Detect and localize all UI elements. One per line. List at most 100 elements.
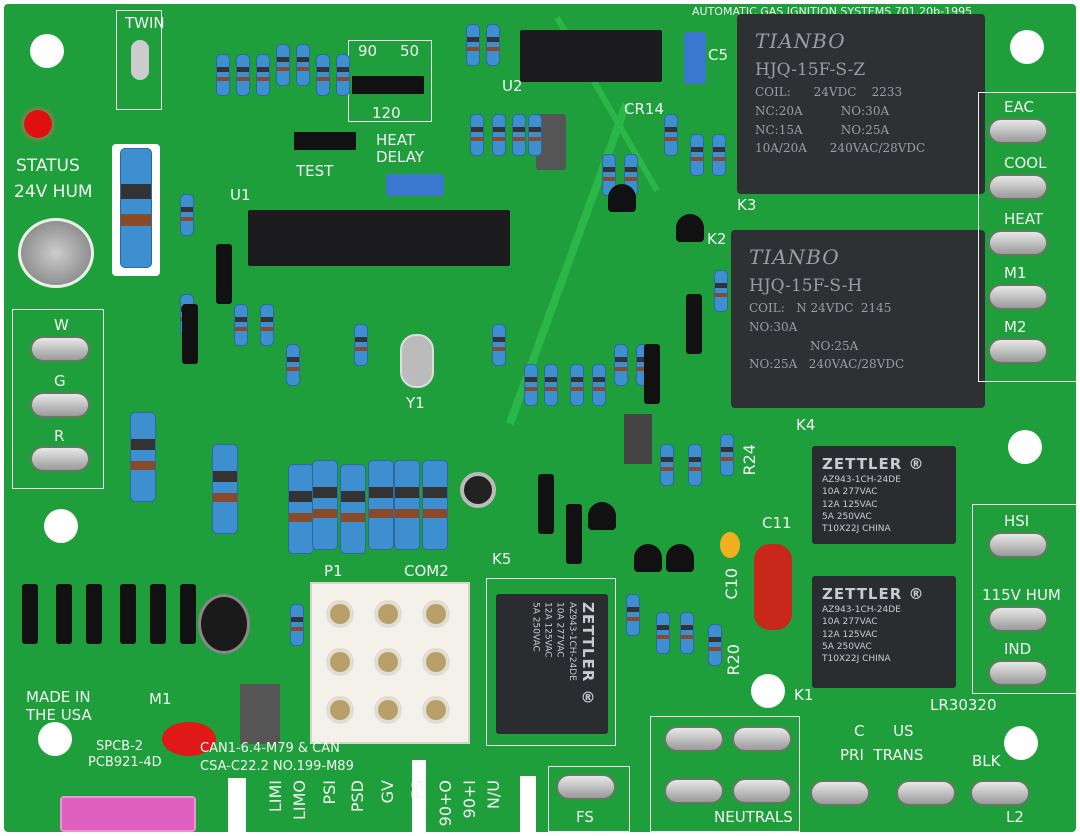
relay-rating: NO:25A 240VAC/28VDC — [749, 357, 905, 372]
label-terminal: IND — [1004, 640, 1032, 658]
resistor — [626, 594, 640, 636]
label-u2: U2 — [502, 77, 523, 95]
resistor — [316, 54, 330, 96]
resistor — [524, 364, 538, 406]
heat-delay-jumper[interactable] — [352, 76, 424, 94]
terminal-l2[interactable] — [970, 780, 1030, 806]
label-terminal-6: 90+O — [436, 780, 455, 827]
label-spcb: SPCB-2 — [96, 739, 144, 754]
label-90: 90 — [358, 42, 378, 60]
mounting-hole — [751, 674, 785, 708]
label-terminal: HSI — [1004, 512, 1030, 530]
resistor — [690, 134, 704, 176]
label-r24: R24 — [740, 444, 759, 476]
diode — [120, 584, 136, 644]
relay-brand: TIANBO — [749, 245, 840, 269]
resistor — [256, 54, 270, 96]
resistor — [592, 364, 606, 406]
terminal-115v-hum[interactable] — [988, 606, 1048, 632]
label-terminal-0: LIMI — [266, 780, 285, 813]
diode — [644, 344, 660, 404]
terminal-m1[interactable] — [988, 284, 1048, 310]
terminal-neutral[interactable] — [732, 778, 792, 804]
board-header-text: AUTOMATIC GAS IGNITION SYSTEMS 701.20b-1… — [692, 5, 973, 18]
varistor-m1 — [162, 722, 216, 756]
relay-rating: 5A 250VAC — [822, 511, 872, 522]
connector-pin — [374, 696, 402, 724]
resistor — [286, 344, 300, 386]
relay-brand: TIANBO — [755, 29, 846, 53]
connector-pin — [422, 696, 450, 724]
terminal-neutral[interactable] — [664, 726, 724, 752]
transistor — [588, 502, 616, 530]
terminal-m2[interactable] — [988, 338, 1048, 364]
terminal-cool[interactable] — [988, 174, 1048, 200]
relay-rating: 12A 125VAC — [822, 629, 878, 640]
label-k4: K4 — [796, 416, 816, 434]
label-k1: K1 — [794, 686, 814, 704]
terminal-trans[interactable] — [896, 780, 956, 806]
relay-rating: NO:25A — [749, 338, 859, 353]
capacitor-c1 — [240, 684, 280, 744]
test-jumper[interactable] — [294, 132, 356, 150]
label-k5: K5 — [492, 550, 512, 568]
terminal-neutral[interactable] — [732, 726, 792, 752]
label-terminal-5: FS — [408, 780, 427, 800]
relay-rating: 5A 250VAC — [822, 641, 872, 652]
capacitor-c9 — [624, 414, 652, 464]
label-status: STATUS — [16, 156, 80, 176]
capacitor-c4 — [386, 174, 444, 196]
terminal-ind[interactable] — [988, 660, 1048, 686]
label-c-us: C US — [854, 722, 914, 740]
circuit-board: AUTOMATIC GAS IGNITION SYSTEMS 701.20b-1… — [4, 4, 1076, 832]
label-24v-hum: 24V HUM — [14, 182, 93, 202]
connector-p1[interactable] — [310, 582, 470, 744]
label-terminal: EAC — [1004, 98, 1034, 116]
terminal-fs[interactable] — [556, 774, 616, 800]
relay-k2: TIANBO HJQ-15F-S-H COIL: N 24VDC 2145 NO… — [731, 230, 985, 408]
terminal-hsi[interactable] — [988, 532, 1048, 558]
resistor — [688, 444, 702, 486]
terminal-heat[interactable] — [988, 230, 1048, 256]
connector-pin — [422, 600, 450, 628]
label-can: CAN1-6.4-M79 & CAN — [200, 741, 340, 756]
terminal-eac[interactable] — [988, 118, 1048, 144]
label-c5: C5 — [708, 46, 729, 64]
resistor — [602, 154, 616, 196]
terminal-g[interactable] — [30, 392, 90, 418]
label-neutrals: NEUTRALS — [714, 808, 793, 826]
connector-pin — [326, 648, 354, 676]
relay-model: AZ943-1CH-24DE — [822, 475, 901, 486]
relay-brand: ZETTLER ® — [579, 602, 597, 708]
terminal-neutral[interactable] — [664, 778, 724, 804]
label-twin: TWIN — [125, 14, 165, 32]
label-terminal-2: PSI — [320, 780, 339, 805]
relay-rating: T10X22J CHINA — [822, 523, 891, 534]
transistor — [666, 544, 694, 572]
resistor — [466, 24, 480, 66]
relay-rating: 5A 250VAC — [530, 602, 541, 652]
resistor — [422, 460, 448, 550]
label-k2: K2 — [707, 230, 727, 248]
resistor — [312, 460, 338, 550]
capacitor-c10 — [720, 532, 740, 558]
relay-rating: NC:15A NO:25A — [755, 122, 890, 137]
label-terminal: M1 — [1004, 264, 1027, 282]
label-com2: COM2 — [404, 562, 449, 580]
terminal-w[interactable] — [30, 336, 90, 362]
hum-terminal-screw — [18, 218, 94, 288]
resistor — [180, 194, 194, 236]
terminal-r[interactable] — [30, 446, 90, 472]
terminal-pri[interactable] — [810, 780, 870, 806]
microcontroller-u1 — [248, 210, 510, 266]
relay-rating: 12A 125VAC — [822, 499, 878, 510]
label-terminal: COOL — [1004, 154, 1047, 172]
resistor — [656, 612, 670, 654]
resistor — [570, 364, 584, 406]
resistor — [614, 344, 628, 386]
fuse[interactable] — [60, 796, 196, 832]
label-terminal-7: 90+I — [460, 780, 479, 819]
relay-model: AZ943-1CH-24DE — [566, 602, 577, 681]
label-50: 50 — [400, 42, 420, 60]
resistor — [216, 54, 230, 96]
